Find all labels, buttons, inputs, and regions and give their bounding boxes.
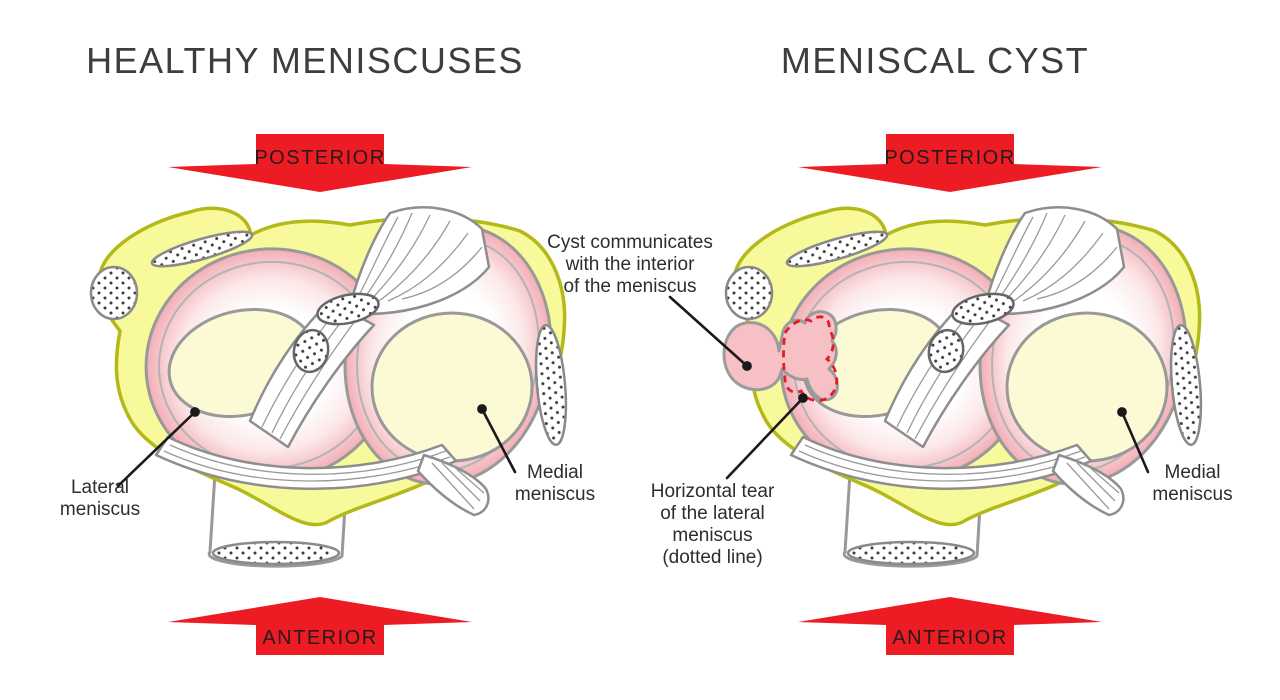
cyst-knee-diagram (722, 205, 1208, 568)
lateral-meniscus-label: Lateral meniscus (59, 477, 141, 521)
cyst-title: MENISCAL CYST (780, 40, 1090, 81)
meniscal-cyst (722, 310, 839, 402)
healthy-title: HEALTHY MENISCUSES (86, 40, 524, 81)
anterior-arrow-label: ANTERIOR (892, 627, 1008, 649)
posterior-arrow-label: POSTERIOR (254, 147, 386, 169)
horizontal-tear-dashed-line (782, 315, 839, 403)
posterior-arrow (798, 134, 1102, 192)
anterior-arrow-label: ANTERIOR (262, 627, 378, 649)
posterior-arrow-label: POSTERIOR (884, 147, 1016, 169)
healthy-knee-diagram (89, 205, 573, 568)
anterior-arrow (798, 597, 1102, 655)
anterior-arrow (168, 597, 472, 655)
horizontal-tear-label: Horizontal tear of the lateral meniscus … (650, 481, 775, 569)
medial-meniscus-label: Medial meniscus (514, 462, 596, 506)
cyst-label: Cyst communicates with the interior of t… (547, 232, 713, 298)
posterior-arrow (168, 134, 472, 192)
medial-meniscus-label: Medial meniscus (1152, 462, 1233, 506)
